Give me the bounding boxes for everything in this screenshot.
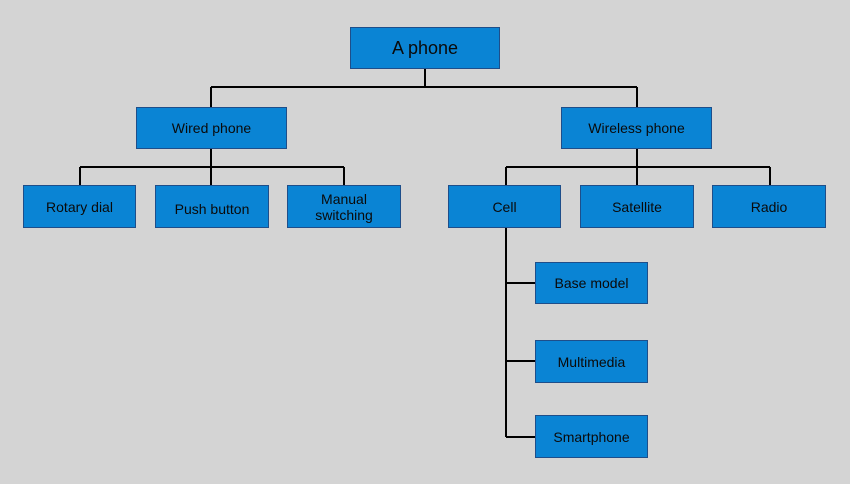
connector-root (210, 68, 638, 107)
node-cell-label: Cell (492, 198, 517, 215)
node-push-button: Push button (155, 185, 269, 228)
connector-wireless (505, 148, 771, 185)
node-satellite: Satellite (580, 185, 694, 228)
connector-cell (505, 227, 536, 438)
node-radio: Radio (712, 185, 826, 228)
node-radio-label: Radio (750, 198, 788, 215)
node-base-model-label: Base model (554, 275, 629, 291)
node-multimedia: Multimedia (535, 340, 648, 383)
node-smartphone: Smartphone (535, 415, 648, 458)
node-wireless-phone: Wireless phone (561, 107, 712, 149)
node-manual-switching: Manual switching (287, 185, 401, 228)
node-wired-phone-label: Wired phone (171, 120, 252, 136)
node-a-phone-label: A phone (391, 38, 459, 58)
node-cell: Cell (448, 185, 561, 228)
node-wireless-phone-label: Wireless phone (588, 120, 685, 136)
node-a-phone: A phone (350, 27, 500, 69)
node-smartphone-label: Smartphone (553, 428, 630, 445)
node-push-button-label: Push button (174, 200, 250, 217)
node-manual-switching-label: Manual switching (315, 190, 373, 223)
node-rotary-dial: Rotary dial (23, 185, 136, 228)
connector-wired (79, 148, 345, 185)
node-base-model: Base model (535, 262, 648, 304)
node-wired-phone: Wired phone (136, 107, 287, 149)
node-multimedia-label: Multimedia (557, 353, 626, 370)
node-satellite-label: Satellite (612, 198, 662, 215)
node-rotary-dial-label: Rotary dial (46, 198, 113, 215)
